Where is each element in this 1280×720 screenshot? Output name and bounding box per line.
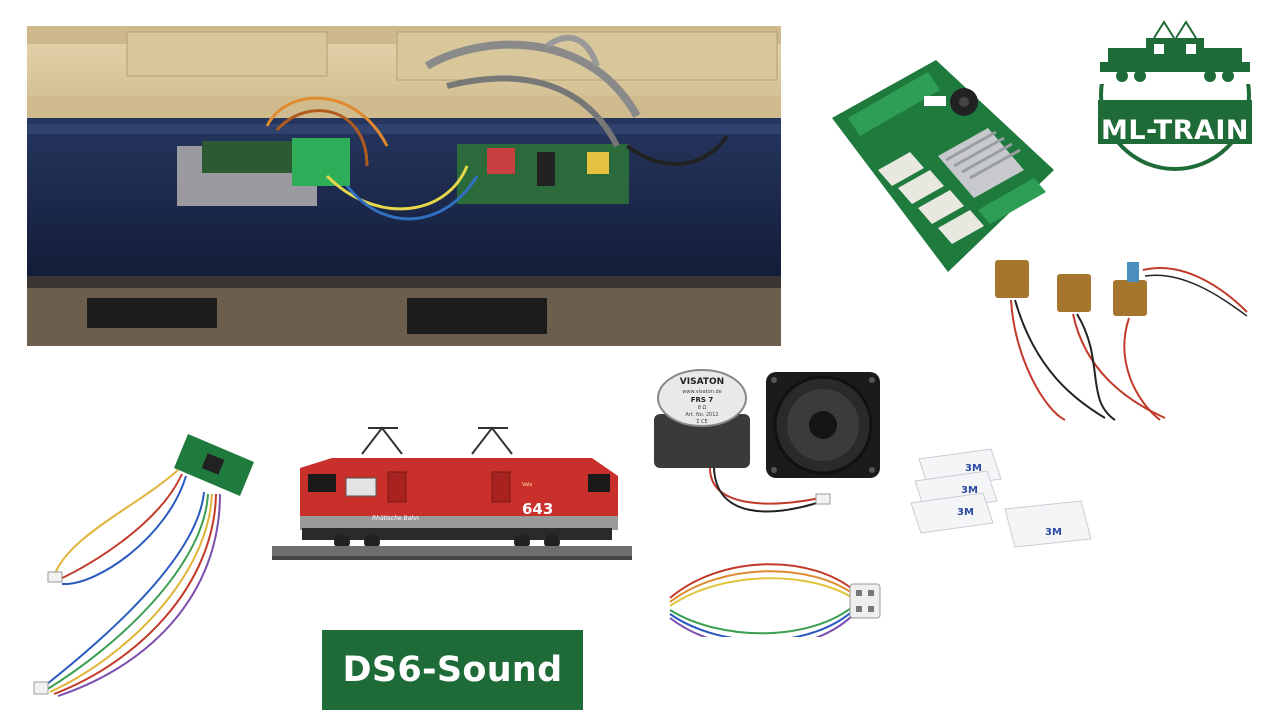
adhesive-brand-2: 3M [961, 485, 978, 496]
logo-text: ML-TRAIN [1100, 115, 1250, 146]
locomotive-railway: Rhätische Bahn [372, 515, 419, 522]
connector-cable [662, 562, 884, 637]
locomotive-number: 643 [522, 500, 553, 518]
speaker-model: FRS 7 [691, 396, 714, 404]
speaker-marks: Σ CE [696, 419, 707, 425]
visaton-speaker: VISATON www.visaton.de FRS 7 8 Ω Art. No… [650, 368, 892, 530]
banner-title: DS6-Sound [342, 650, 563, 690]
interference-suppressors [985, 250, 1255, 425]
sound-decoder-board [828, 60, 1058, 275]
speaker-article: Art. No. 2012 [685, 412, 718, 418]
locomotive-name: Vals [522, 482, 532, 488]
installation-photo [27, 26, 781, 346]
locomotive-ge44: 643 Rhätische Bahn Vals [272, 424, 632, 564]
speaker-brand: VISATON [680, 377, 724, 387]
adhesive-pads: 3M 3M 3M 3M [905, 445, 1105, 555]
adhesive-brand-4: 3M [1045, 527, 1062, 538]
adhesive-brand-1: 3M [965, 463, 982, 474]
speaker-url: www.visaton.de [682, 389, 721, 395]
small-decoder-with-cable [28, 426, 260, 698]
ml-train-logo: ML-TRAIN [1094, 14, 1256, 176]
speaker-spec: 8 Ω [698, 405, 707, 411]
adhesive-brand-3: 3M [957, 507, 974, 518]
product-banner: DS6-Sound [322, 630, 583, 710]
